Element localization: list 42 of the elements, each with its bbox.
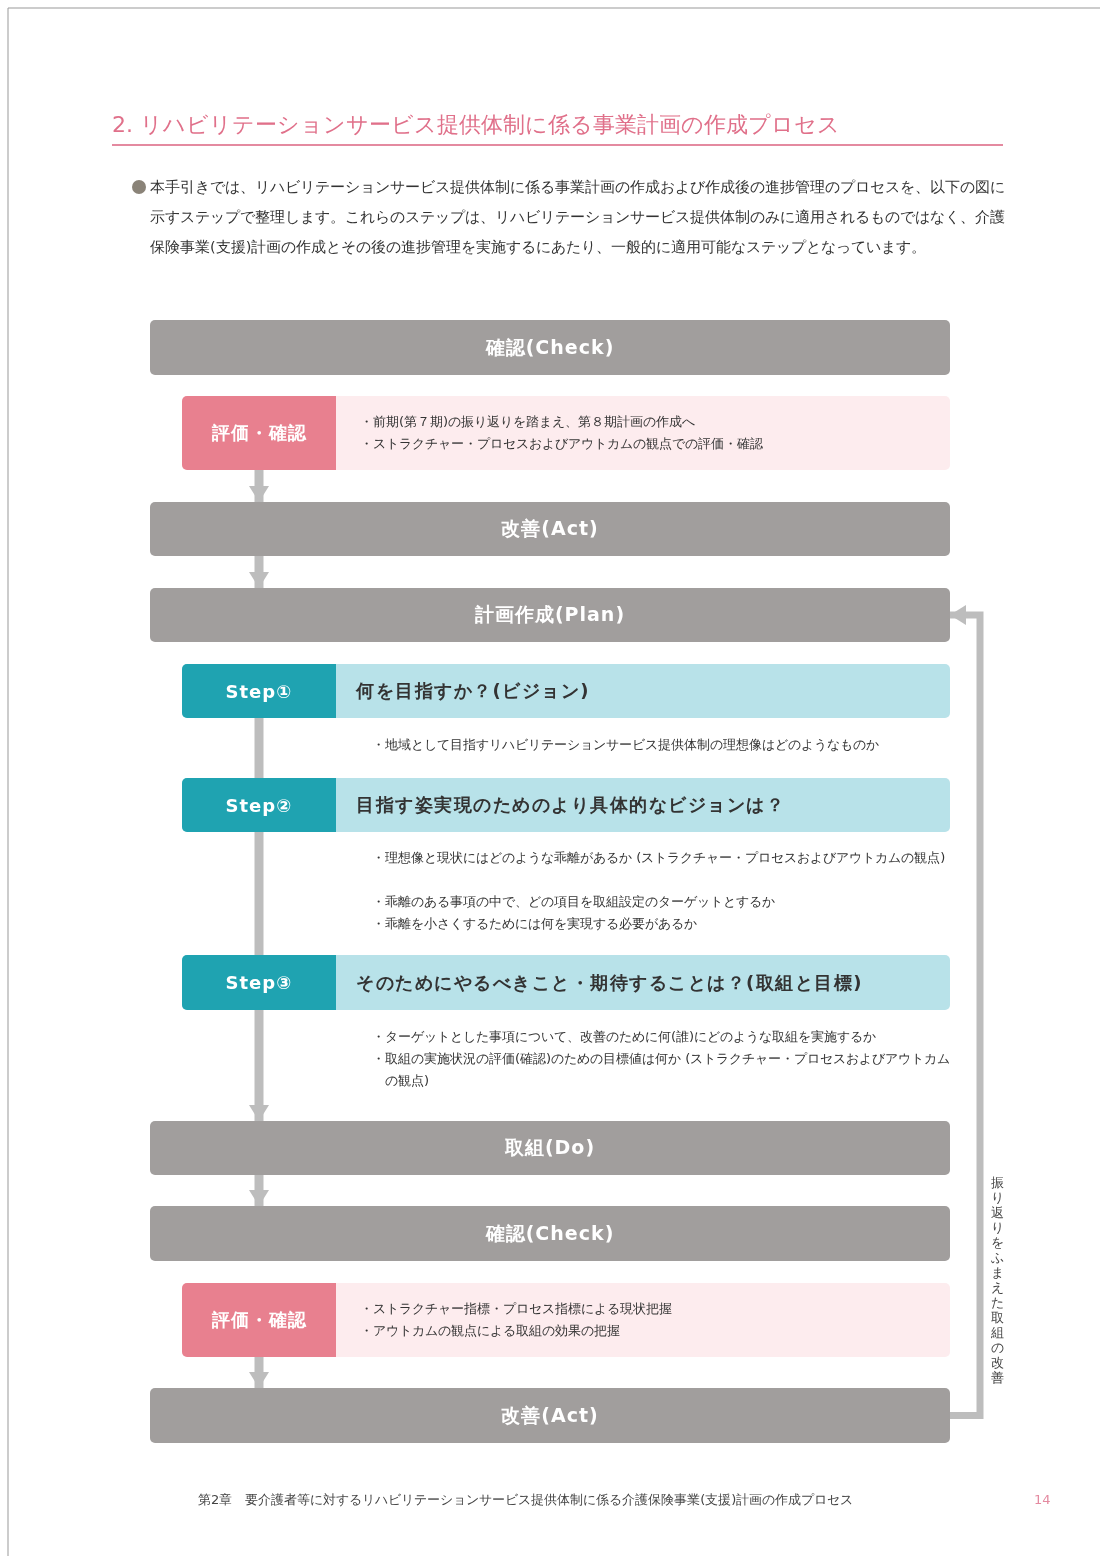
step-heading: 何を目指すか？(ビジョン): [356, 679, 590, 703]
bullet-text: ・ターゲットとした事項について、改善のために何(誰)にどのような取組を実施するか: [372, 1028, 878, 1046]
label-tab: 評価・確認: [182, 396, 336, 470]
step-tab: Step①: [182, 664, 336, 718]
evaluation-panel: [182, 396, 950, 470]
process-bar: 改善(Act): [150, 1388, 950, 1443]
bullet-text: ・乖離のある事項の中で、どの項目を取組設定のターゲットとするか: [372, 893, 776, 911]
process-bar: 確認(Check): [150, 1206, 950, 1261]
arrow: [249, 1175, 269, 1206]
bullet-text: ・地域として目指すリハビリテーションサービス提供体制の理想像はどのようなものか: [372, 736, 880, 754]
section-title: 2. リハビリテーションサービス提供体制に係る事業計画の作成プロセス: [112, 111, 840, 139]
connector-line: [254, 718, 264, 778]
arrow: [249, 1010, 269, 1121]
step-tab: Step②: [182, 778, 336, 832]
arrow: [249, 470, 269, 502]
connector-line: [254, 832, 264, 955]
step-heading: 目指す姿実現のためのより具体的なビジョンは？: [356, 793, 785, 817]
step-panel: [182, 778, 950, 832]
process-bar: 改善(Act): [150, 502, 950, 556]
bullet-text: ・ストラクチャー・プロセスおよびアウトカムの観点での評価・確認: [360, 435, 763, 453]
edge-label: 振り返りをふまえた取組の改善: [989, 1175, 1005, 1385]
bullet-text: ・前期(第７期)の振り返りを踏まえ、第８期計画の作成へ: [360, 413, 696, 431]
step-panel: [182, 664, 950, 718]
process-bar: 計画作成(Plan): [150, 588, 950, 642]
step-panel: [182, 955, 950, 1010]
process-bar: 確認(Check): [150, 320, 950, 375]
process-bar: 取組(Do): [150, 1121, 950, 1175]
bullet-text: ・アウトカムの観点による取組の効果の把握: [360, 1322, 620, 1340]
intro-paragraph: 本手引きでは、リハビリテーションサービス提供体制に係る事業計画の作成および作成後の進捗管理のプロセスを、以下の図に示すステップで整理します。これらのステップは、リハビリテーションサービス提供体制のみに適用されるものではなく、介護保険事業(支援)計画の作成とその後の進捗管理を実施するにあたり、一般的に適用可能なステップとなっています。: [150, 178, 1006, 257]
bullet-text: ・ストラクチャー指標・プロセス指標による現状把握: [360, 1300, 672, 1318]
bullet-text: ・取組の実施状況の評価(確認)のための目標値は何か (ストラクチャー・プロセスおよびアウトカムの観点): [372, 1050, 952, 1090]
page-number: 14: [1034, 1491, 1052, 1509]
label-tab: 評価・確認: [182, 1283, 336, 1357]
step-heading: そのためにやるべきこと・期待することは？(取組と目標): [356, 970, 863, 995]
arrow: [249, 556, 269, 588]
feedback-arrow: [950, 605, 984, 1419]
arrow: [249, 1357, 269, 1388]
chapter-footer: 第2章 要介護者等に対するリハビリテーションサービス提供体制に係る介護保険事業(支援)計画の作成プロセス: [198, 1490, 1018, 1510]
step-tab: Step③: [182, 955, 336, 1010]
evaluation-panel: [182, 1283, 950, 1357]
bullet-text: ・理想像と現状にはどのような乖離があるか (ストラクチャー・プロセスおよびアウトカムの観点): [372, 849, 947, 867]
bullet-text: ・乖離を小さくするためには何を実現する必要があるか: [372, 915, 698, 933]
